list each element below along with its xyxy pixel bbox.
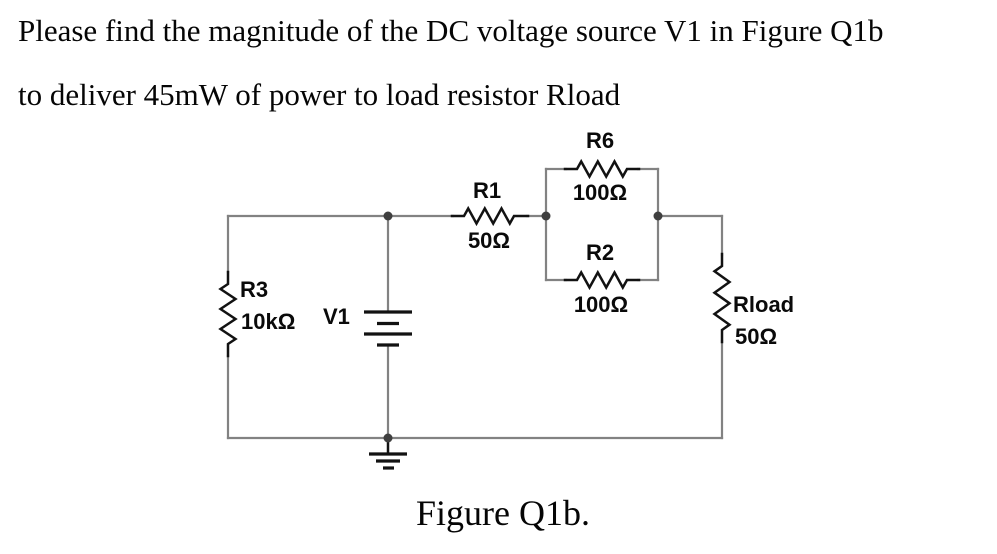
junction-dot xyxy=(383,211,393,221)
wires xyxy=(226,167,724,440)
r6-value: 100Ω xyxy=(573,180,627,205)
resistor-rload: Rload 50Ω xyxy=(712,252,794,349)
r3-label: R3 xyxy=(240,277,268,302)
resistor-r3: R3 10kΩ xyxy=(218,270,295,358)
r3-value: 10kΩ xyxy=(241,309,295,334)
v1-label: V1 xyxy=(323,304,350,329)
resistor-r1: R1 50Ω xyxy=(450,178,530,253)
junction-dot xyxy=(541,211,551,221)
rload-value: 50Ω xyxy=(735,324,777,349)
r2-label: R2 xyxy=(586,240,614,265)
rload-label: Rload xyxy=(733,292,794,317)
r1-label: R1 xyxy=(473,178,501,203)
junction-dots xyxy=(383,211,663,443)
resistor-r6: R6 100Ω xyxy=(563,128,641,205)
figure-caption: Figure Q1b. xyxy=(416,493,590,533)
r2-value: 100Ω xyxy=(574,292,628,317)
question-line-2: to deliver 45mW of power to load resisto… xyxy=(18,77,621,112)
r6-label: R6 xyxy=(586,128,614,153)
junction-dot xyxy=(653,211,663,221)
r1-value: 50Ω xyxy=(468,228,510,253)
voltage-source-v1: V1 xyxy=(323,304,412,347)
junction-dot xyxy=(383,433,393,443)
question-line-1: Please find the magnitude of the DC volt… xyxy=(18,13,884,48)
resistor-r2: R2 100Ω xyxy=(563,240,641,317)
